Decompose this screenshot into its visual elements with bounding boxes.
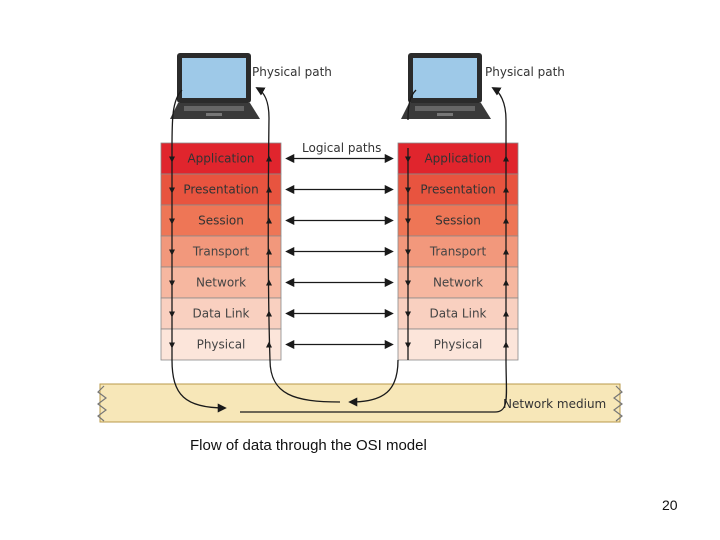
- right-layer-physical: [397, 328, 519, 361]
- left-layer-label: Transport: [192, 245, 250, 259]
- left-layer-label: Presentation: [183, 183, 258, 197]
- right-layer-network: [397, 266, 519, 299]
- left-laptop-icon: [170, 53, 260, 119]
- right-layer-transport: [397, 235, 519, 268]
- right-physical-path-label: Physical path: [485, 65, 565, 79]
- right-layer-label: Physical: [434, 338, 483, 352]
- right-osi-stack: ApplicationPresentationSessionTransportN…: [397, 142, 519, 361]
- left-layer-label: Data Link: [192, 307, 249, 321]
- left-layer-physical: [160, 328, 282, 361]
- left-up-arrowhead: [266, 248, 272, 255]
- left-layer-label: Session: [198, 214, 244, 228]
- right-layer-presentation: [397, 173, 519, 206]
- left-layer-data-link: [160, 297, 282, 330]
- left-osi-stack: ApplicationPresentationSessionTransportN…: [160, 142, 282, 361]
- right-layer-label: Data Link: [429, 307, 486, 321]
- right-layer-label: Application: [424, 152, 491, 166]
- left-layer-label: Network: [196, 276, 246, 290]
- left-layer-label: Physical: [197, 338, 246, 352]
- figure-caption: Flow of data through the OSI model: [190, 437, 427, 454]
- left-up-arrowhead: [266, 217, 272, 224]
- network-medium-label: Network medium: [503, 397, 606, 411]
- right-layer-label: Transport: [429, 245, 487, 259]
- page-number: 20: [662, 497, 678, 513]
- left-layer-network: [160, 266, 282, 299]
- right-layer-session: [397, 204, 519, 237]
- right-laptop-icon: [401, 53, 491, 119]
- left-physical-path-label: Physical path: [252, 65, 332, 79]
- logical-path-arrows: [285, 153, 394, 350]
- right-layer-label: Presentation: [420, 183, 495, 197]
- network-medium: Network medium: [97, 383, 623, 423]
- right-layer-label: Session: [435, 214, 481, 228]
- left-layer-label: Application: [187, 152, 254, 166]
- logical-paths-label: Logical paths: [302, 141, 381, 155]
- physical-path-lines: [171, 87, 508, 413]
- right-layer-application: [397, 142, 519, 175]
- right-layer-label: Network: [433, 276, 483, 290]
- left-layer-transport: [160, 235, 282, 268]
- left-layer-application: [160, 142, 282, 175]
